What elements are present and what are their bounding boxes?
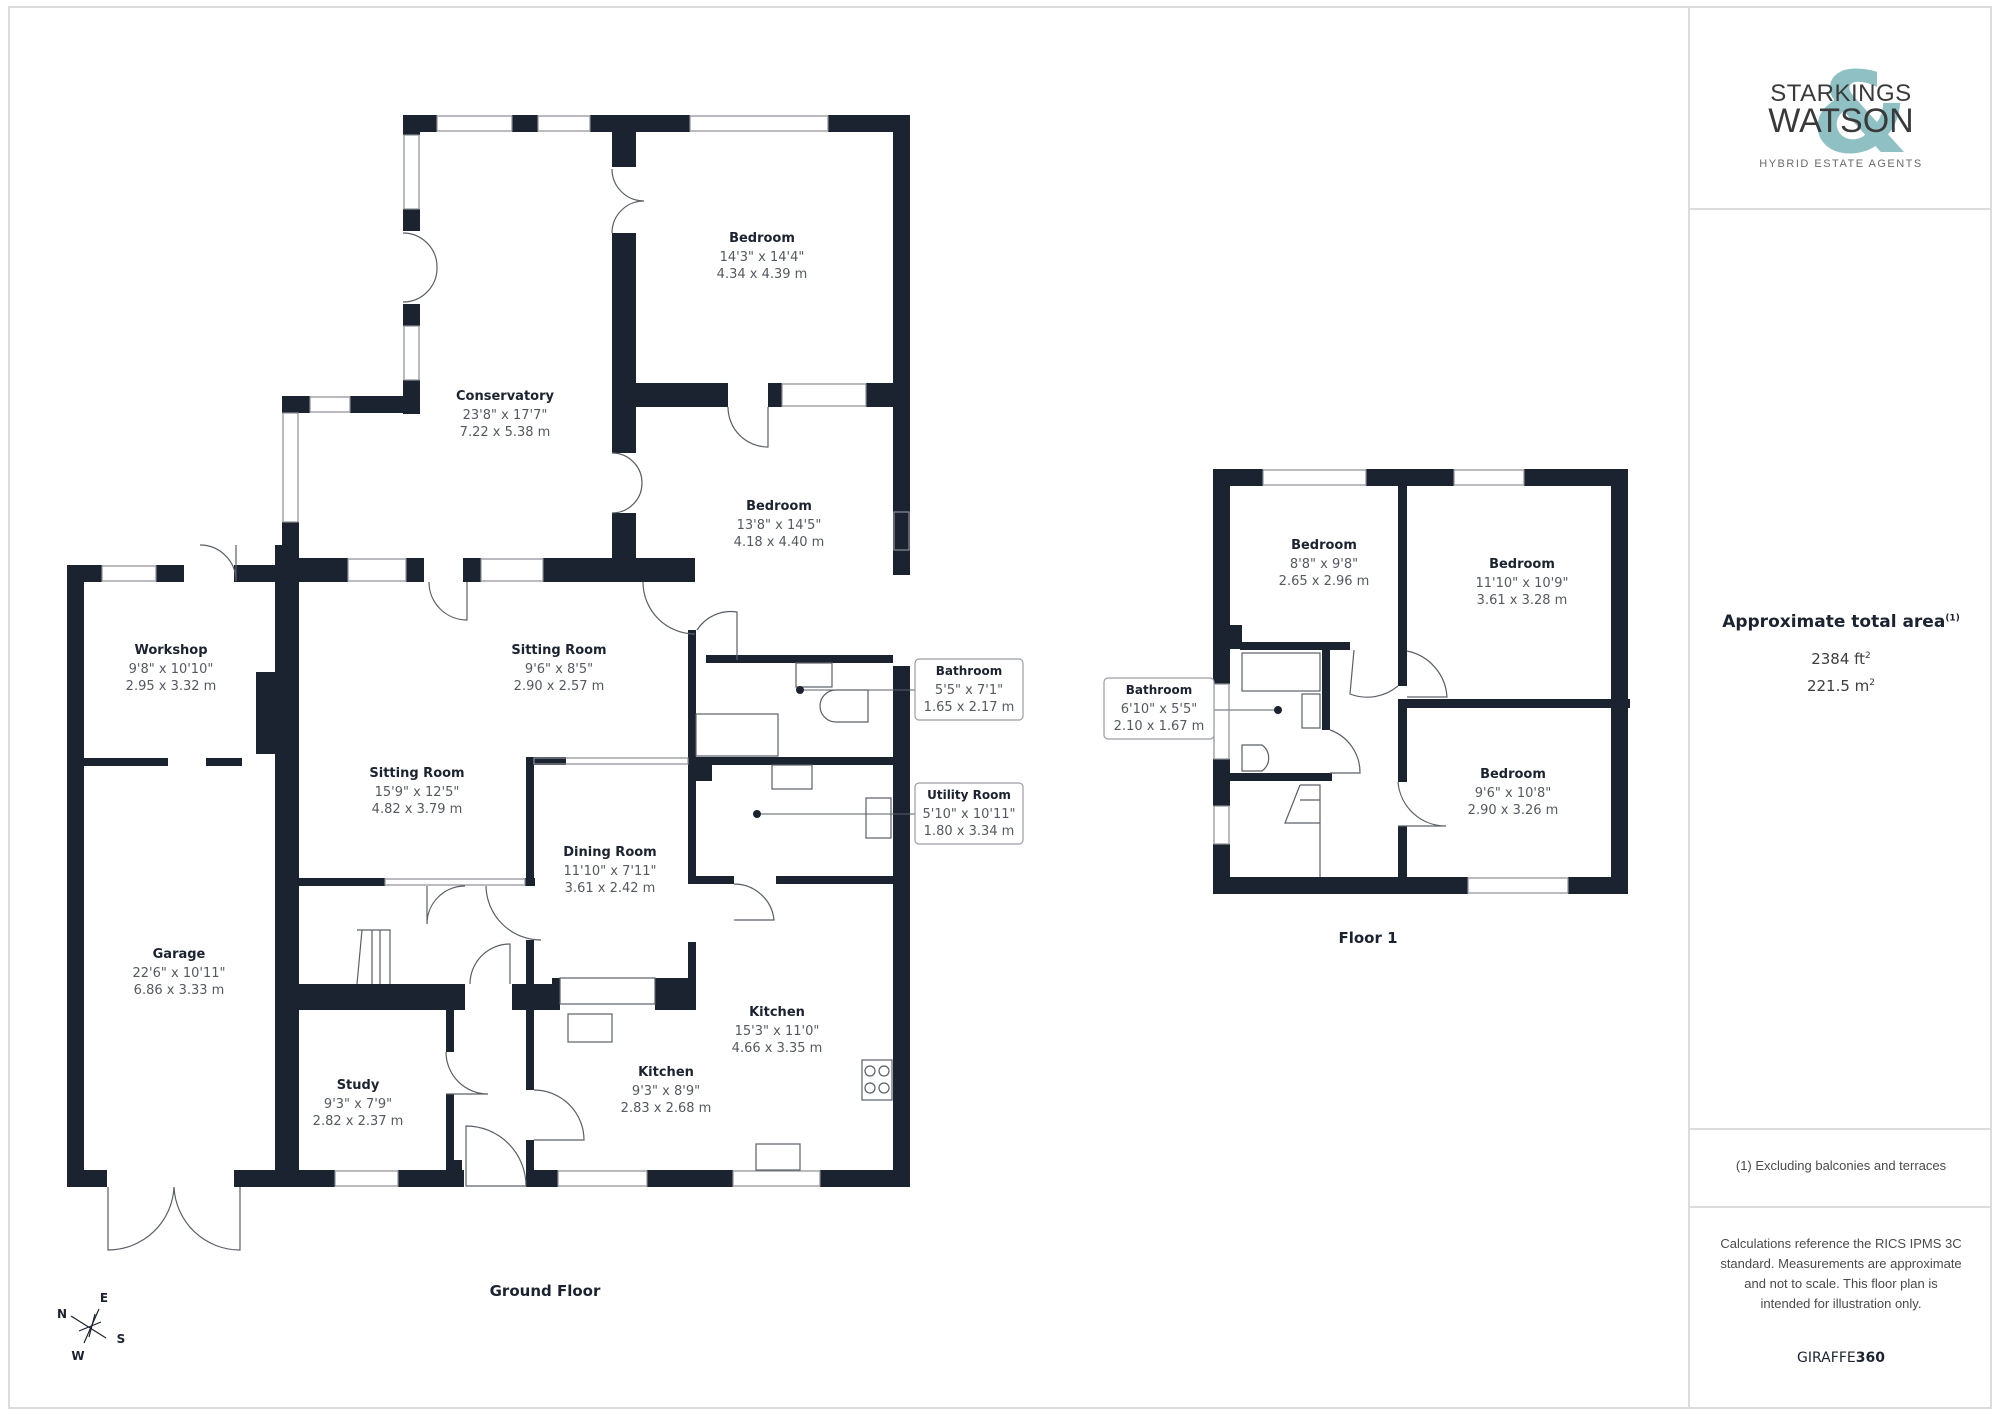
ground-floor-labels: Bedroom 14'3" x 14'4" 4.34 x 4.39 m Cons… [126,231,1016,1300]
ground-floor-doors [107,168,775,1251]
svg-text:Workshop: Workshop [134,643,207,658]
area-sqm: 221.5 m2 [1806,677,1876,695]
svg-text:22'6" x 10'11": 22'6" x 10'11" [133,966,226,981]
svg-text:Kitchen: Kitchen [638,1065,694,1080]
callout-leaders [757,689,1278,815]
room-name: Bedroom [729,231,795,246]
floor-1-walls [1213,469,1630,894]
floor-label-1: Floor 1 [1338,929,1397,947]
floor-label-ground: Ground Floor [490,1282,601,1300]
svg-text:Bedroom: Bedroom [1291,538,1357,553]
svg-text:Conservatory: Conservatory [456,389,554,404]
svg-text:4.34 x 4.39 m: 4.34 x 4.39 m [717,267,808,282]
svg-text:9'6" x 8'5": 9'6" x 8'5" [525,662,593,677]
svg-text:Utility Room: Utility Room [927,788,1011,802]
disclaimer-text: Calculations reference the RICS IPMS 3C … [1720,1236,1962,1311]
svg-text:9'8" x 10'10": 9'8" x 10'10" [129,662,214,677]
ground-floor-walls [67,115,910,1187]
svg-text:S: S [117,1332,126,1346]
svg-text:Study: Study [337,1078,380,1093]
svg-text:E: E [100,1291,108,1305]
svg-text:2.10 x 1.67 m: 2.10 x 1.67 m [1114,719,1205,734]
svg-text:1.80 x 3.34 m: 1.80 x 3.34 m [924,824,1015,839]
svg-text:4.66 x 3.35 m: 4.66 x 3.35 m [732,1041,823,1056]
svg-text:W: W [71,1349,84,1363]
brand-line-2: WATSON [1768,102,1914,140]
svg-text:2.90 x 3.26 m: 2.90 x 3.26 m [1468,803,1559,818]
svg-text:1.65 x 2.17 m: 1.65 x 2.17 m [924,700,1015,715]
svg-text:2.95 x 3.32 m: 2.95 x 3.32 m [126,679,217,694]
svg-text:Bathroom: Bathroom [936,664,1002,678]
svg-text:15'3" x 11'0": 15'3" x 11'0" [735,1024,820,1039]
footnote-text: (1) Excluding balconies and terraces [1735,1158,1947,1173]
area-title: Approximate total area(1) [1722,612,1960,632]
svg-text:Sitting Room: Sitting Room [511,643,606,658]
ground-floor-windows [101,115,910,1187]
compass-icon [70,1308,107,1344]
brand-line-1: STARKINGS [1770,80,1912,107]
company-logo: & STARKINGS WATSON HYBRID ESTATE AGENTS [1741,58,1941,172]
svg-text:Dining Room: Dining Room [563,845,656,860]
svg-text:15'9" x 12'5": 15'9" x 12'5" [375,785,460,800]
svg-text:Bathroom: Bathroom [1126,683,1192,697]
svg-text:13'8" x 14'5": 13'8" x 14'5" [737,518,822,533]
floor-1-windows [1213,469,1569,894]
brand-tagline: HYBRID ESTATE AGENTS [1759,158,1923,170]
area-footnote-ref: (1) [1945,613,1960,624]
svg-text:Sitting Room: Sitting Room [369,766,464,781]
svg-text:Bedroom: Bedroom [746,499,812,514]
info-panel: & STARKINGS WATSON HYBRID ESTATE AGENTS … [1688,6,1992,1409]
disclaimer-section: Calculations reference the RICS IPMS 3C … [1690,1208,1992,1407]
floor-1-doors [1241,649,1448,877]
svg-text:5'10" x 10'11": 5'10" x 10'11" [923,807,1016,822]
svg-text:Garage: Garage [153,947,206,962]
callout-boxes [914,658,1215,845]
area-sqft: 2384 ft2 [1811,650,1871,668]
provider-logo: GIRAFFE360 [1797,1350,1885,1366]
svg-text:9'3" x 7'9": 9'3" x 7'9" [324,1097,392,1112]
svg-text:9'3" x 8'9": 9'3" x 8'9" [632,1084,700,1099]
svg-text:14'3" x 14'4": 14'3" x 14'4" [720,250,805,265]
brand-section: & STARKINGS WATSON HYBRID ESTATE AGENTS [1690,6,1992,210]
svg-text:11'10" x 7'11": 11'10" x 7'11" [564,864,657,879]
callout-dots [753,686,1282,818]
svg-text:4.82 x 3.79 m: 4.82 x 3.79 m [372,802,463,817]
footnote-section: (1) Excluding balconies and terraces [1690,1130,1992,1208]
floor-1-labels: Bedroom 8'8" x 9'8" 2.65 x 2.96 m Bedroo… [1114,538,1569,947]
svg-text:Kitchen: Kitchen [749,1005,805,1020]
svg-text:11'10" x 10'9": 11'10" x 10'9" [1476,576,1569,591]
svg-text:N: N [57,1307,67,1321]
svg-text:2.82 x 2.37 m: 2.82 x 2.37 m [313,1114,404,1129]
svg-text:4.18 x 4.40 m: 4.18 x 4.40 m [734,535,825,550]
svg-text:9'6" x 10'8": 9'6" x 10'8" [1475,786,1551,801]
page-frame [8,6,1992,1409]
svg-text:3.61 x 3.28 m: 3.61 x 3.28 m [1477,593,1568,608]
ampersand-mark: & [1811,49,1909,179]
svg-text:7.22 x 5.38 m: 7.22 x 5.38 m [460,425,551,440]
svg-text:2.83 x 2.68 m: 2.83 x 2.68 m [621,1101,712,1116]
svg-text:3.61 x 2.42 m: 3.61 x 2.42 m [565,881,656,896]
svg-text:6.86 x 3.33 m: 6.86 x 3.33 m [134,983,225,998]
svg-text:8'8" x 9'8": 8'8" x 9'8" [1290,557,1358,572]
svg-text:2.65 x 2.96 m: 2.65 x 2.96 m [1279,574,1370,589]
compass-labels: N E S W [57,1291,125,1363]
ground-floor-fixtures [356,662,893,1171]
svg-text:5'5" x 7'1": 5'5" x 7'1" [935,683,1003,698]
svg-text:6'10" x 5'5": 6'10" x 5'5" [1121,702,1197,717]
svg-text:23'8" x 17'7": 23'8" x 17'7" [463,408,548,423]
svg-text:2.90 x 2.57 m: 2.90 x 2.57 m [514,679,605,694]
area-section: Approximate total area(1) 2384 ft2 221.5… [1690,210,1992,1130]
svg-text:Bedroom: Bedroom [1480,767,1546,782]
svg-text:Bedroom: Bedroom [1489,557,1555,572]
